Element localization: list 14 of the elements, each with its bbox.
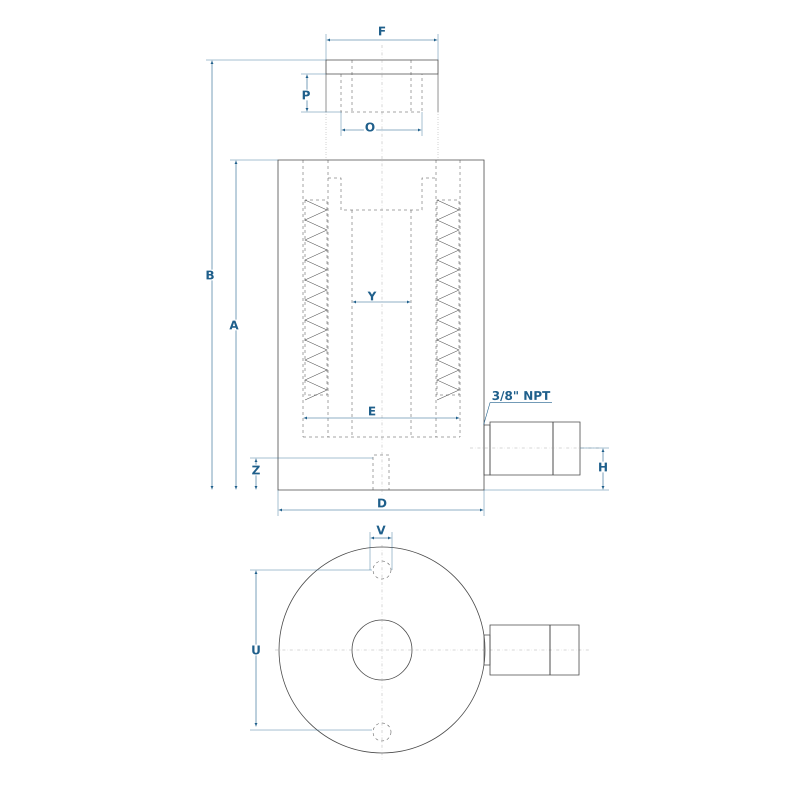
dimension-label: H (597, 462, 610, 472)
dimension-label: E (366, 406, 378, 416)
dimension-label: V (375, 524, 387, 536)
dimension-label: Z (250, 464, 262, 476)
dimension-label: Y (366, 290, 378, 302)
dimension-label: P (300, 90, 312, 100)
dimension-label: F (376, 26, 388, 36)
dimension-label: B (204, 270, 216, 280)
dimension-label: O (364, 121, 376, 133)
port-label: 3/8" NPT (492, 391, 550, 402)
dimension-label: A (228, 320, 240, 330)
port-fitting (484, 424, 490, 476)
dimension-label: D (376, 498, 388, 508)
dimension-label: U (250, 644, 262, 656)
